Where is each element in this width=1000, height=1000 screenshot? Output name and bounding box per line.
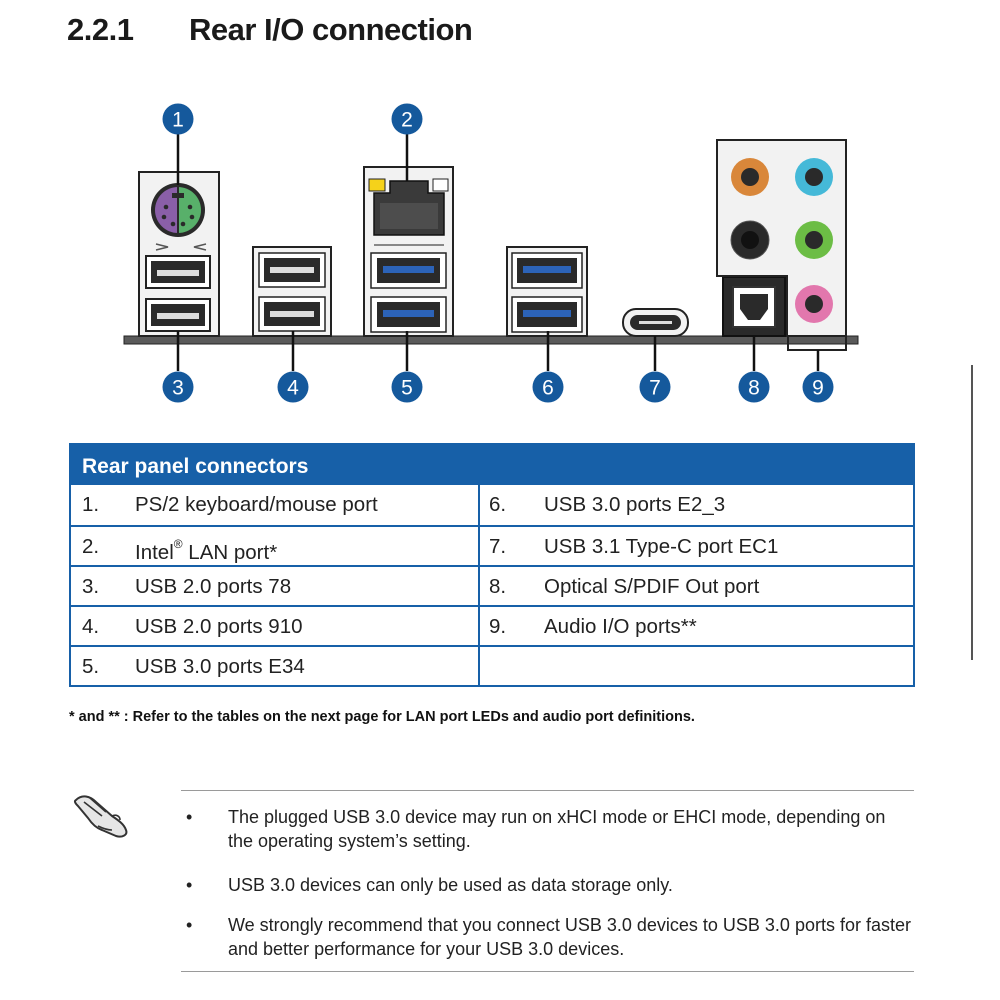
note-item: • The plugged USB 3.0 device may run on … [181, 805, 914, 853]
bullet: • [186, 807, 193, 827]
row-label: USB 2.0 ports 78 [135, 575, 292, 598]
callout-leaders [176, 133, 820, 371]
io-base-plate [123, 335, 859, 345]
lan-led-left [368, 178, 386, 192]
svg-text:3: 3 [172, 377, 184, 400]
row-label: Intel® LAN port* [135, 537, 278, 564]
registered-mark: ® [173, 537, 183, 551]
callout-2: 2 [391, 103, 423, 135]
callout-7: 7 [639, 371, 671, 403]
callout-3: 3 [162, 371, 194, 403]
table-row: 7. USB 3.1 Type-C port EC1 [480, 525, 915, 565]
table-row: 3. USB 2.0 ports 78 [71, 565, 480, 605]
table-row: 9. Audio I/O ports** [480, 605, 915, 645]
table-row-empty [480, 645, 915, 685]
callout-1: 1 [162, 103, 194, 135]
note-item: • USB 3.0 devices can only be used as da… [181, 873, 914, 897]
row-index: 6. [489, 493, 507, 516]
row-label: USB 3.0 ports E2_3 [544, 493, 726, 516]
svg-text:6: 6 [542, 377, 554, 400]
svg-text:9: 9 [812, 377, 824, 400]
note-text: We strongly recommend that you connect U… [228, 915, 911, 959]
row-label: Audio I/O ports** [544, 615, 697, 638]
ps2-purple-half [155, 187, 178, 233]
pointing-hand-icon [72, 790, 132, 840]
table-row: 2. Intel® LAN port* [71, 525, 480, 565]
audio-jacks-block [716, 139, 847, 351]
rear-io-diagram: 1 2 3 4 5 6 7 8 9 [0, 95, 1000, 415]
row-index: 4. [82, 615, 100, 638]
usb3-pair-port-icon [506, 246, 588, 337]
row-label: PS/2 keyboard/mouse port [135, 493, 378, 516]
ps2-green-half [178, 187, 201, 233]
callout-4: 4 [277, 371, 309, 403]
svg-text:8: 8 [748, 377, 760, 400]
row-label: USB 2.0 ports 910 [135, 615, 303, 638]
row-index: 3. [82, 575, 100, 598]
svg-text:7: 7 [649, 377, 661, 400]
callout-9: 9 [802, 371, 834, 403]
ps2-usb2-stack [138, 171, 220, 337]
row-index: 8. [489, 575, 507, 598]
row-index: 2. [82, 535, 100, 558]
callout-6: 6 [532, 371, 564, 403]
svg-text:5: 5 [401, 377, 413, 400]
row-label: Optical S/PDIF Out port [544, 575, 760, 598]
rear-panel-connectors-table: Rear panel connectors 1. PS/2 keyboard/m… [69, 443, 915, 687]
callout-5: 5 [391, 371, 423, 403]
svg-text:1: 1 [172, 109, 184, 132]
audio-jack-black [730, 220, 770, 260]
note-item: • We strongly recommend that you connect… [181, 913, 914, 961]
row-index: 7. [489, 535, 507, 558]
section-title: Rear I/O connection [189, 12, 473, 47]
table-footnote: * and ** : Refer to the tables on the ne… [69, 709, 695, 725]
audio-jack-orange [731, 158, 769, 196]
row-label: USB 3.1 Type-C port EC1 [544, 535, 779, 558]
note-box: • The plugged USB 3.0 device may run on … [181, 790, 914, 972]
bullet: • [186, 915, 193, 935]
usb-type-c-port-icon [622, 308, 689, 337]
svg-text:2: 2 [401, 109, 413, 132]
section-number: 2.2.1 [67, 12, 134, 47]
row-label: USB 3.0 ports E34 [135, 655, 305, 678]
note-text: The plugged USB 3.0 device may run on xH… [228, 807, 886, 851]
row-index: 9. [489, 615, 507, 638]
audio-jack-cyan [795, 158, 833, 196]
audio-jack-green [795, 221, 833, 259]
usb2-pair-port-icon [252, 246, 332, 337]
svg-text:4: 4 [287, 377, 299, 400]
lan-led-right [432, 178, 449, 192]
table-header: Rear panel connectors [71, 445, 913, 485]
callout-8: 8 [738, 371, 770, 403]
row-index: 5. [82, 655, 100, 678]
audio-jack-pink [795, 285, 833, 323]
row-index: 1. [82, 493, 100, 516]
note-text: USB 3.0 devices can only be used as data… [228, 875, 673, 895]
table-row: 8. Optical S/PDIF Out port [480, 565, 915, 605]
margin-rule [971, 365, 973, 660]
bullet: • [186, 875, 193, 895]
table-row: 1. PS/2 keyboard/mouse port [71, 485, 480, 525]
lan-usb3-stack [363, 166, 454, 337]
table-row: 4. USB 2.0 ports 910 [71, 605, 480, 645]
table-row: 5. USB 3.0 ports E34 [71, 645, 480, 685]
table-row: 6. USB 3.0 ports E2_3 [480, 485, 915, 525]
optical-spdif-port-icon [722, 276, 786, 337]
